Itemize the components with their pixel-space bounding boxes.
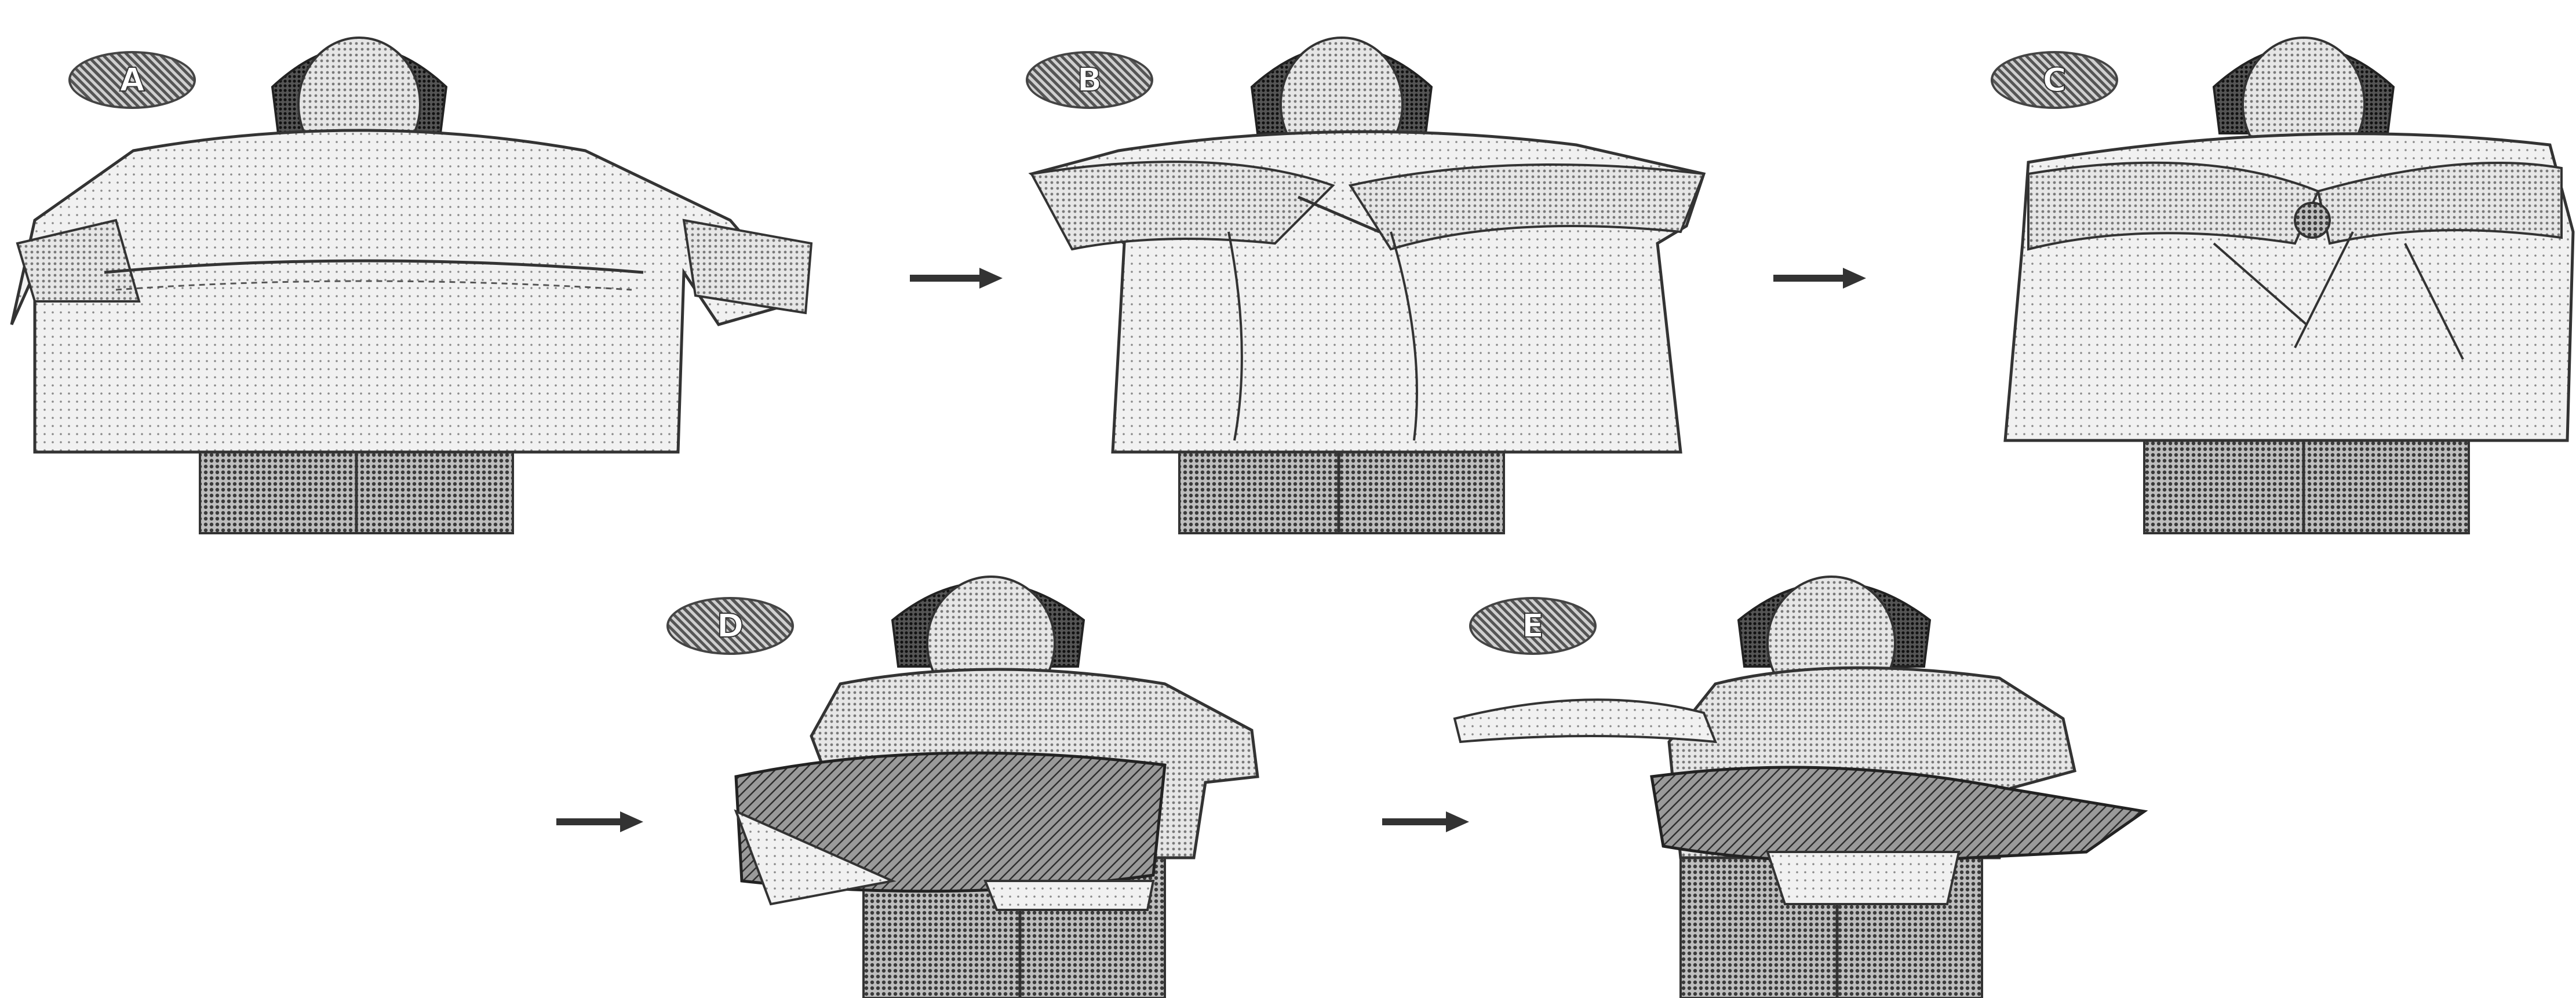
figure-step-d (736, 577, 1258, 998)
step-label-d: D (666, 597, 794, 655)
right-arrow-icon (1773, 268, 1866, 289)
step-label-c: C (1991, 51, 2118, 109)
step-label-a: A (68, 51, 196, 109)
figure-step-a (12, 38, 811, 533)
step-label-e: E (1469, 597, 1597, 655)
figure-legs (2144, 440, 2469, 533)
figure-step-c (2005, 38, 2573, 533)
right-arrow-icon (1382, 811, 1469, 832)
folded-gown (1652, 767, 2144, 862)
extended-arm (1455, 700, 1715, 742)
step-label-b: B (1026, 51, 1153, 109)
right-arrow-icon (556, 811, 643, 832)
figure-legs (1179, 440, 1504, 533)
right-arrow-icon (910, 268, 1003, 289)
figure-step-b (1032, 38, 1704, 533)
